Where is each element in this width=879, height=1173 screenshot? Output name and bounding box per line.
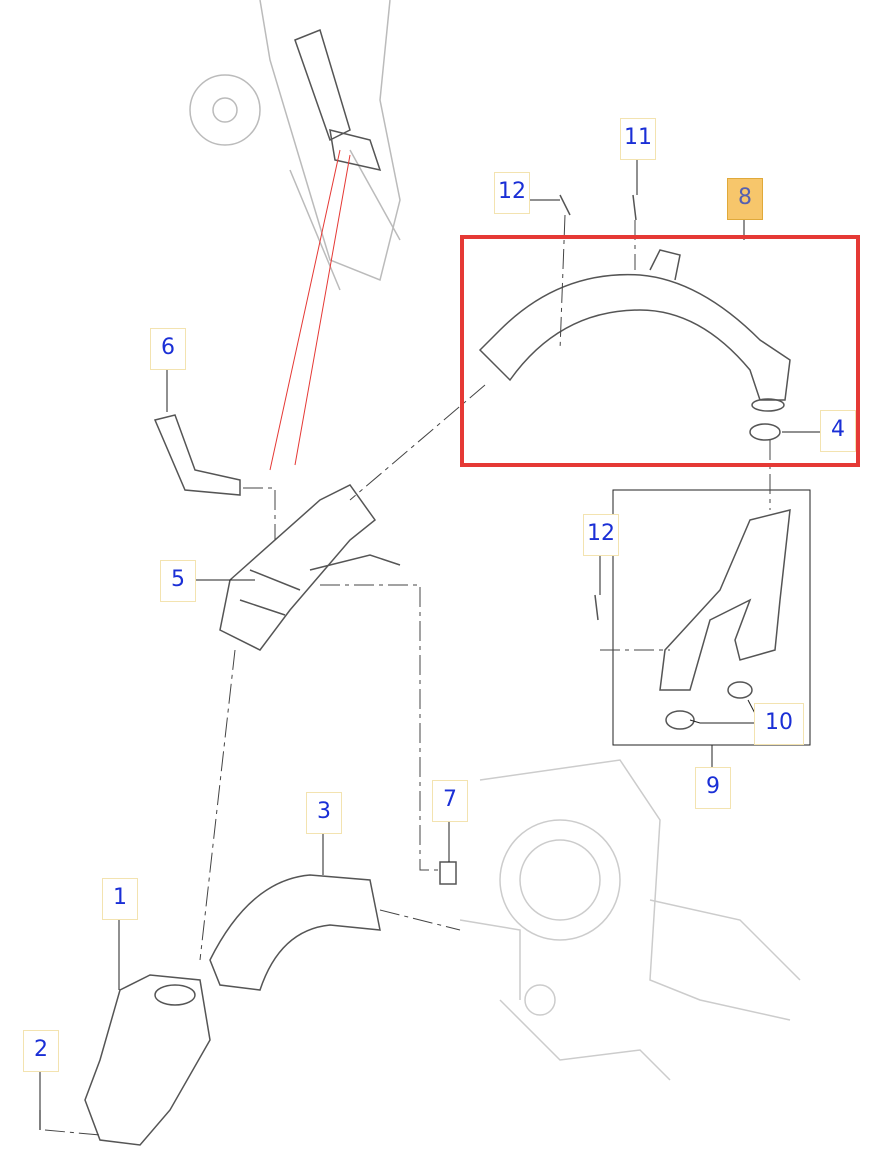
engine-background-bottom [459, 759, 801, 1081]
callout-10[interactable]: 10 [754, 703, 804, 745]
assembly-lines [44, 214, 771, 1136]
callout-12[interactable]: 12 [494, 172, 530, 214]
part-8-pipe [478, 273, 791, 401]
callout-5[interactable]: 5 [160, 560, 196, 602]
part-5-hose [219, 484, 377, 651]
part-9-pipe [659, 509, 791, 691]
callout-2[interactable]: 2 [23, 1030, 59, 1072]
callout-12[interactable]: 12 [583, 514, 619, 556]
callout-9[interactable]: 9 [695, 767, 731, 809]
leader-lines [39, 158, 820, 1110]
callout-6[interactable]: 6 [150, 328, 186, 370]
part-6-pipe [153, 414, 241, 496]
callout-1[interactable]: 1 [102, 878, 138, 920]
part-3-hose [209, 874, 381, 991]
callout-7[interactable]: 7 [432, 780, 468, 822]
part-1-housing [84, 974, 211, 1146]
upper-hose [294, 28, 382, 172]
part-7-sensor [439, 861, 457, 885]
callout-8[interactable]: 8 [727, 178, 763, 220]
engine-background-top [189, 0, 401, 291]
red-guide-lines [269, 149, 351, 471]
highlight-box-part-8 [460, 235, 860, 467]
callout-11[interactable]: 11 [620, 118, 656, 160]
callout-4[interactable]: 4 [820, 410, 856, 452]
callout-3[interactable]: 3 [306, 792, 342, 834]
part-4-oring [749, 423, 781, 441]
